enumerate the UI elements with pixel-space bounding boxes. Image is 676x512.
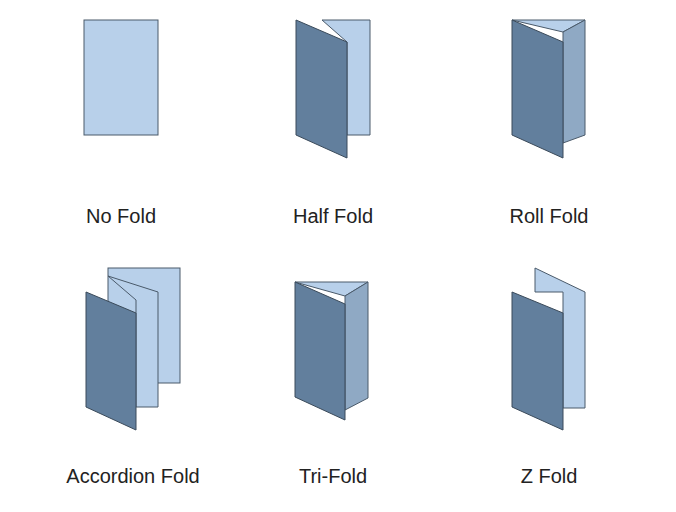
fold-label: Half Fold bbox=[293, 204, 373, 228]
fold-label: No Fold bbox=[86, 204, 156, 228]
roll-fold-figure bbox=[512, 20, 585, 158]
accordion-fold-figure bbox=[86, 268, 180, 430]
fold-label: Roll Fold bbox=[510, 204, 589, 228]
tri-fold-figure bbox=[295, 282, 368, 420]
fold-label: Tri-Fold bbox=[299, 464, 367, 488]
half-fold-figure bbox=[296, 20, 370, 158]
z-fold-figure bbox=[512, 268, 585, 430]
no-fold-figure bbox=[84, 20, 158, 135]
fold-label: Accordion Fold bbox=[66, 464, 199, 488]
fold-label: Z Fold bbox=[521, 464, 578, 488]
